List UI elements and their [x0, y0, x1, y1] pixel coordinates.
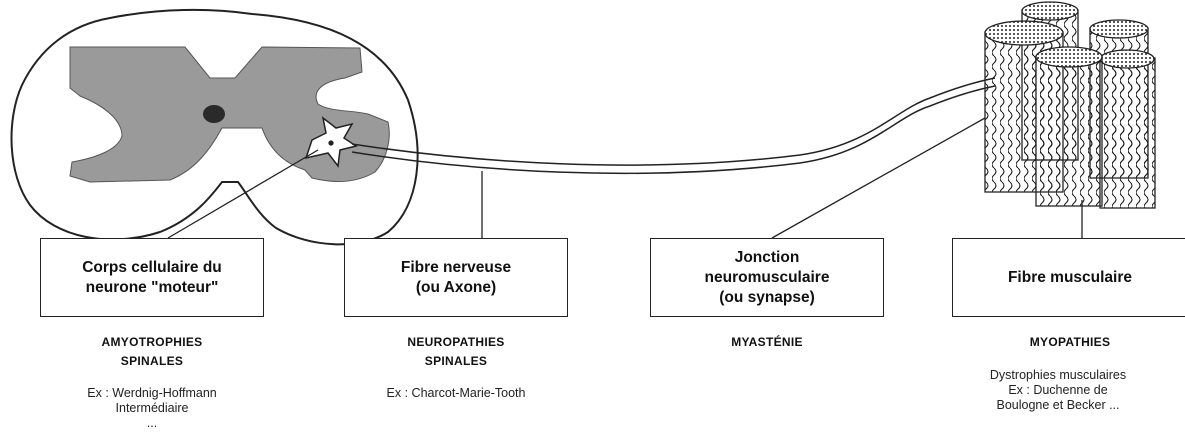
examples-nerve-fiber: Ex : Charcot-Marie-Tooth — [344, 386, 568, 401]
box-muscle-fiber: Fibre musculaire — [952, 238, 1185, 317]
muscle-fiber-bundle — [985, 2, 1155, 208]
central-canal — [203, 105, 225, 123]
leader-junction — [772, 118, 985, 238]
box-nerve-fiber: Fibre nerveuse(ou Axone) — [344, 238, 568, 317]
category-muscle-fiber: MYOPATHIES — [952, 333, 1185, 352]
category-junction: MYASTÉNIE — [650, 333, 884, 352]
neuron-nucleus — [328, 140, 333, 145]
